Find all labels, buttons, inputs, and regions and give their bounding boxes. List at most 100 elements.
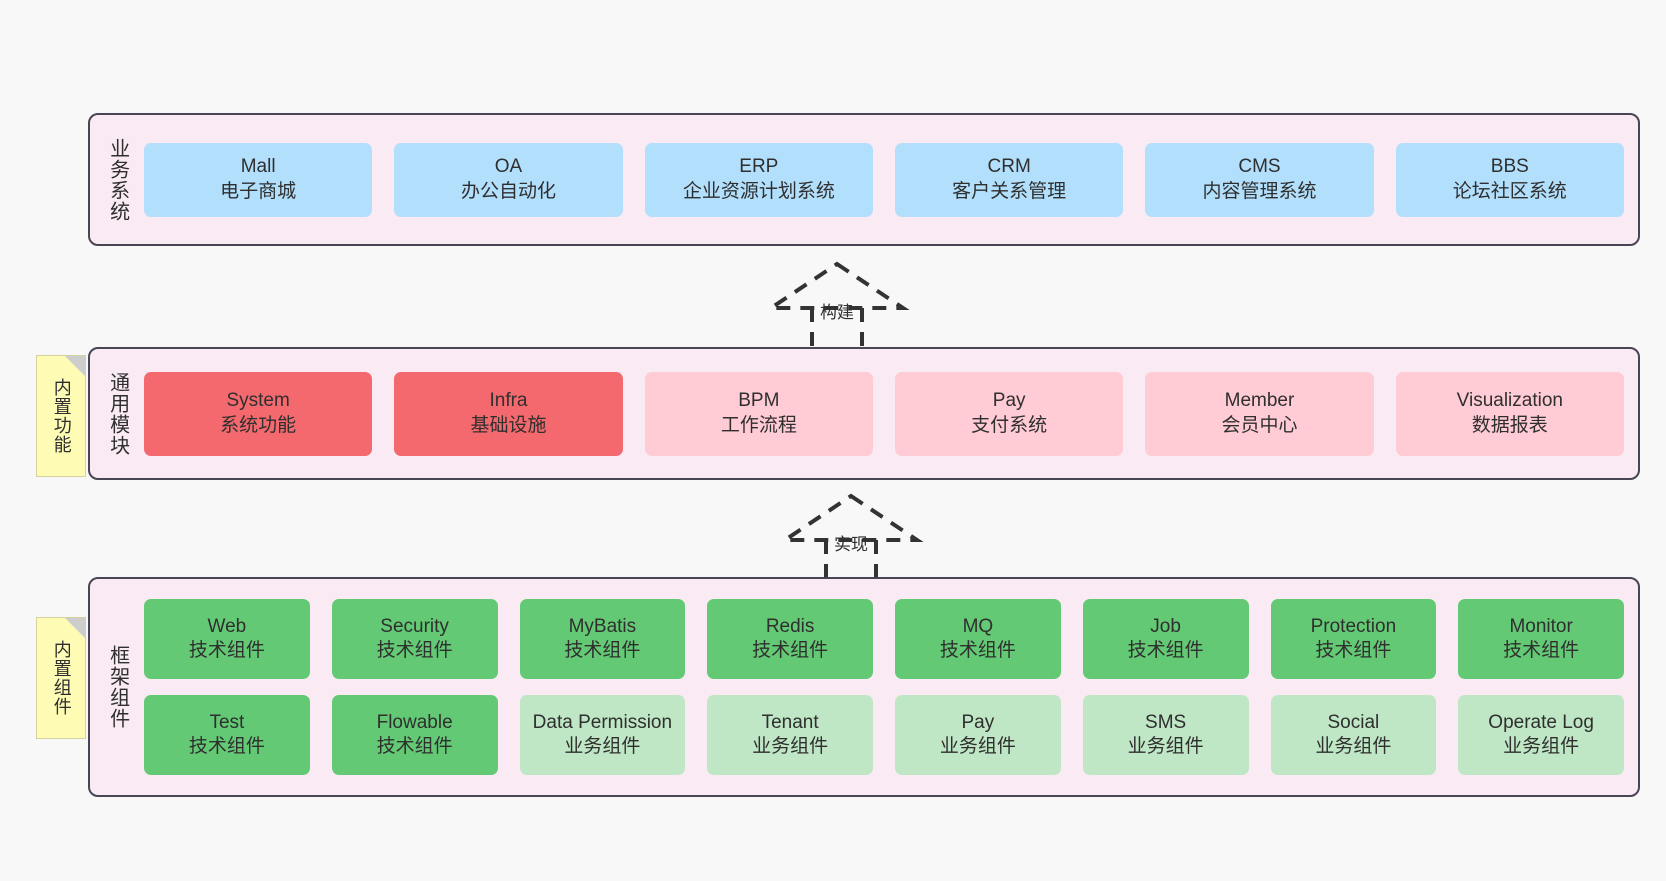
node-label-cn: 客户关系管理 [952,180,1067,202]
node-label-cn: 支付系统 [971,414,1048,436]
layer-row: Test 技术组件 Flowable 技术组件 Data Permission … [144,695,1624,775]
node-label-en: ERP [739,156,779,178]
node-label-en: Job [1150,615,1181,637]
node-label-cn: 业务组件 [1315,736,1392,757]
node-label-en: SMS [1145,711,1187,733]
node-pay[interactable]: Pay 支付系统 [894,371,1124,456]
node-label-en: Visualization [1456,390,1563,412]
node-label-cn: 论坛社区系统 [1452,180,1567,202]
node-label-cn: 技术组件 [564,640,641,661]
node-label-en: BBS [1490,156,1529,178]
layer-title-framework: 框架组件 [106,645,129,729]
node-data-permission[interactable]: Data Permission 业务组件 [519,695,686,775]
node-mq[interactable]: MQ 技术组件 [895,599,1061,679]
generalization-arrow-icon [778,493,924,584]
node-label-cn: 技术组件 [752,640,829,661]
node-flowable[interactable]: Flowable 技术组件 [331,695,498,775]
node-label-en: MyBatis [568,615,637,637]
layer-body-modules: System 系统功能 Infra 基础设施 BPM 工作流程 Pay 支付系统… [144,349,1638,478]
node-label-cn: 技术组件 [188,640,265,661]
node-label-cn: 技术组件 [1315,640,1392,661]
layer-row: System 系统功能 Infra 基础设施 BPM 工作流程 Pay 支付系统… [144,371,1624,456]
node-label-cn: 业务组件 [1127,736,1204,757]
connector-build: 构建 [762,258,912,353]
layer-row: Mall 电子商城 OA 办公自动化 ERP 企业资源计划系统 CRM 客户关系… [144,142,1624,217]
node-label-cn: 业务组件 [752,736,829,757]
node-pay-business[interactable]: Pay 业务组件 [895,695,1061,775]
node-web[interactable]: Web 技术组件 [144,599,310,679]
node-monitor[interactable]: Monitor 技术组件 [1458,599,1624,679]
node-label-cn: 数据报表 [1471,414,1548,436]
node-infra[interactable]: Infra 基础设施 [394,371,623,456]
note-fold-corner-icon [65,356,85,376]
node-cms[interactable]: CMS 内容管理系统 [1145,142,1374,217]
note-label: 内置组件 [51,640,72,716]
node-bbs[interactable]: BBS 论坛社区系统 [1395,142,1624,217]
layer-row: Web 技术组件 Security 技术组件 MyBatis 技术组件 Redi… [144,599,1624,679]
note-builtin-components: 内置组件 [36,617,86,739]
node-operate-log[interactable]: Operate Log 业务组件 [1458,695,1624,775]
node-label-en: Mall [240,156,276,178]
node-test[interactable]: Test 技术组件 [144,695,310,775]
node-label-en: Pay [992,390,1026,412]
node-label-en: Web [207,615,247,637]
node-label-en: Infra [489,390,528,412]
node-erp[interactable]: ERP 企业资源计划系统 [644,142,873,217]
node-label-en: Test [209,711,245,733]
node-label-en: Social [1327,711,1380,733]
node-label-cn: 系统功能 [220,414,297,436]
node-security[interactable]: Security 技术组件 [331,599,498,679]
layer-business-systems: 业务系统 Mall 电子商城 OA 办公自动化 ERP 企业资源计划系统 CRM… [88,113,1640,246]
node-label-en: Pay [961,711,995,733]
node-protection[interactable]: Protection 技术组件 [1270,599,1437,679]
node-oa[interactable]: OA 办公自动化 [394,142,623,217]
node-label-en: CRM [987,156,1031,178]
node-label-en: System [226,390,290,412]
node-crm[interactable]: CRM 客户关系管理 [894,142,1124,217]
node-label-en: Security [380,615,449,637]
node-member[interactable]: Member 会员中心 [1145,371,1374,456]
layer-body-business: Mall 电子商城 OA 办公自动化 ERP 企业资源计划系统 CRM 客户关系… [144,115,1638,244]
layer-common-modules: 通用模块 System 系统功能 Infra 基础设施 BPM 工作流程 Pay… [88,347,1640,480]
node-visualization[interactable]: Visualization 数据报表 [1395,371,1624,456]
node-label-cn: 办公自动化 [460,180,556,202]
node-mybatis[interactable]: MyBatis 技术组件 [519,599,686,679]
node-label-cn: 内容管理系统 [1202,180,1317,202]
node-label-cn: 工作流程 [720,414,797,436]
node-job[interactable]: Job 技术组件 [1082,599,1249,679]
node-social[interactable]: Social 业务组件 [1270,695,1437,775]
layer-title-modules: 通用模块 [106,371,129,456]
layer-framework-components: 框架组件 Web 技术组件 Security 技术组件 MyBatis 技术组件… [88,577,1640,797]
node-label-en: Member [1224,390,1295,412]
node-bpm[interactable]: BPM 工作流程 [644,371,873,456]
node-label-en: BPM [738,390,780,412]
node-system[interactable]: System 系统功能 [144,371,373,456]
node-label-cn: 业务组件 [564,736,641,757]
node-label-en: Protection [1310,615,1397,637]
node-label-cn: 企业资源计划系统 [682,180,835,202]
layer-title-business: 业务系统 [106,137,129,222]
node-label-cn: 基础设施 [470,414,547,436]
node-label-en: OA [494,156,523,178]
node-label-en: Tenant [761,711,819,733]
node-mall[interactable]: Mall 电子商城 [144,142,373,217]
node-label-en: Redis [765,615,815,637]
layer-body-framework: Web 技术组件 Security 技术组件 MyBatis 技术组件 Redi… [144,579,1638,795]
node-label-cn: 会员中心 [1221,414,1298,436]
node-label-cn: 技术组件 [376,640,453,661]
note-fold-corner-icon [65,618,85,638]
node-tenant[interactable]: Tenant 业务组件 [707,695,873,775]
node-label-en: CMS [1238,156,1281,178]
node-redis[interactable]: Redis 技术组件 [707,599,873,679]
node-label-cn: 技术组件 [376,736,453,757]
node-label-cn: 业务组件 [1503,736,1580,757]
generalization-arrow-icon [764,261,910,352]
note-label: 内置功能 [51,378,72,454]
node-label-cn: 业务组件 [939,736,1016,757]
node-label-cn: 技术组件 [939,640,1016,661]
connector-label-implement: 实现 [834,535,868,554]
node-sms[interactable]: SMS 业务组件 [1082,695,1249,775]
connector-label-build: 构建 [820,303,854,322]
node-label-en: Monitor [1509,615,1573,637]
